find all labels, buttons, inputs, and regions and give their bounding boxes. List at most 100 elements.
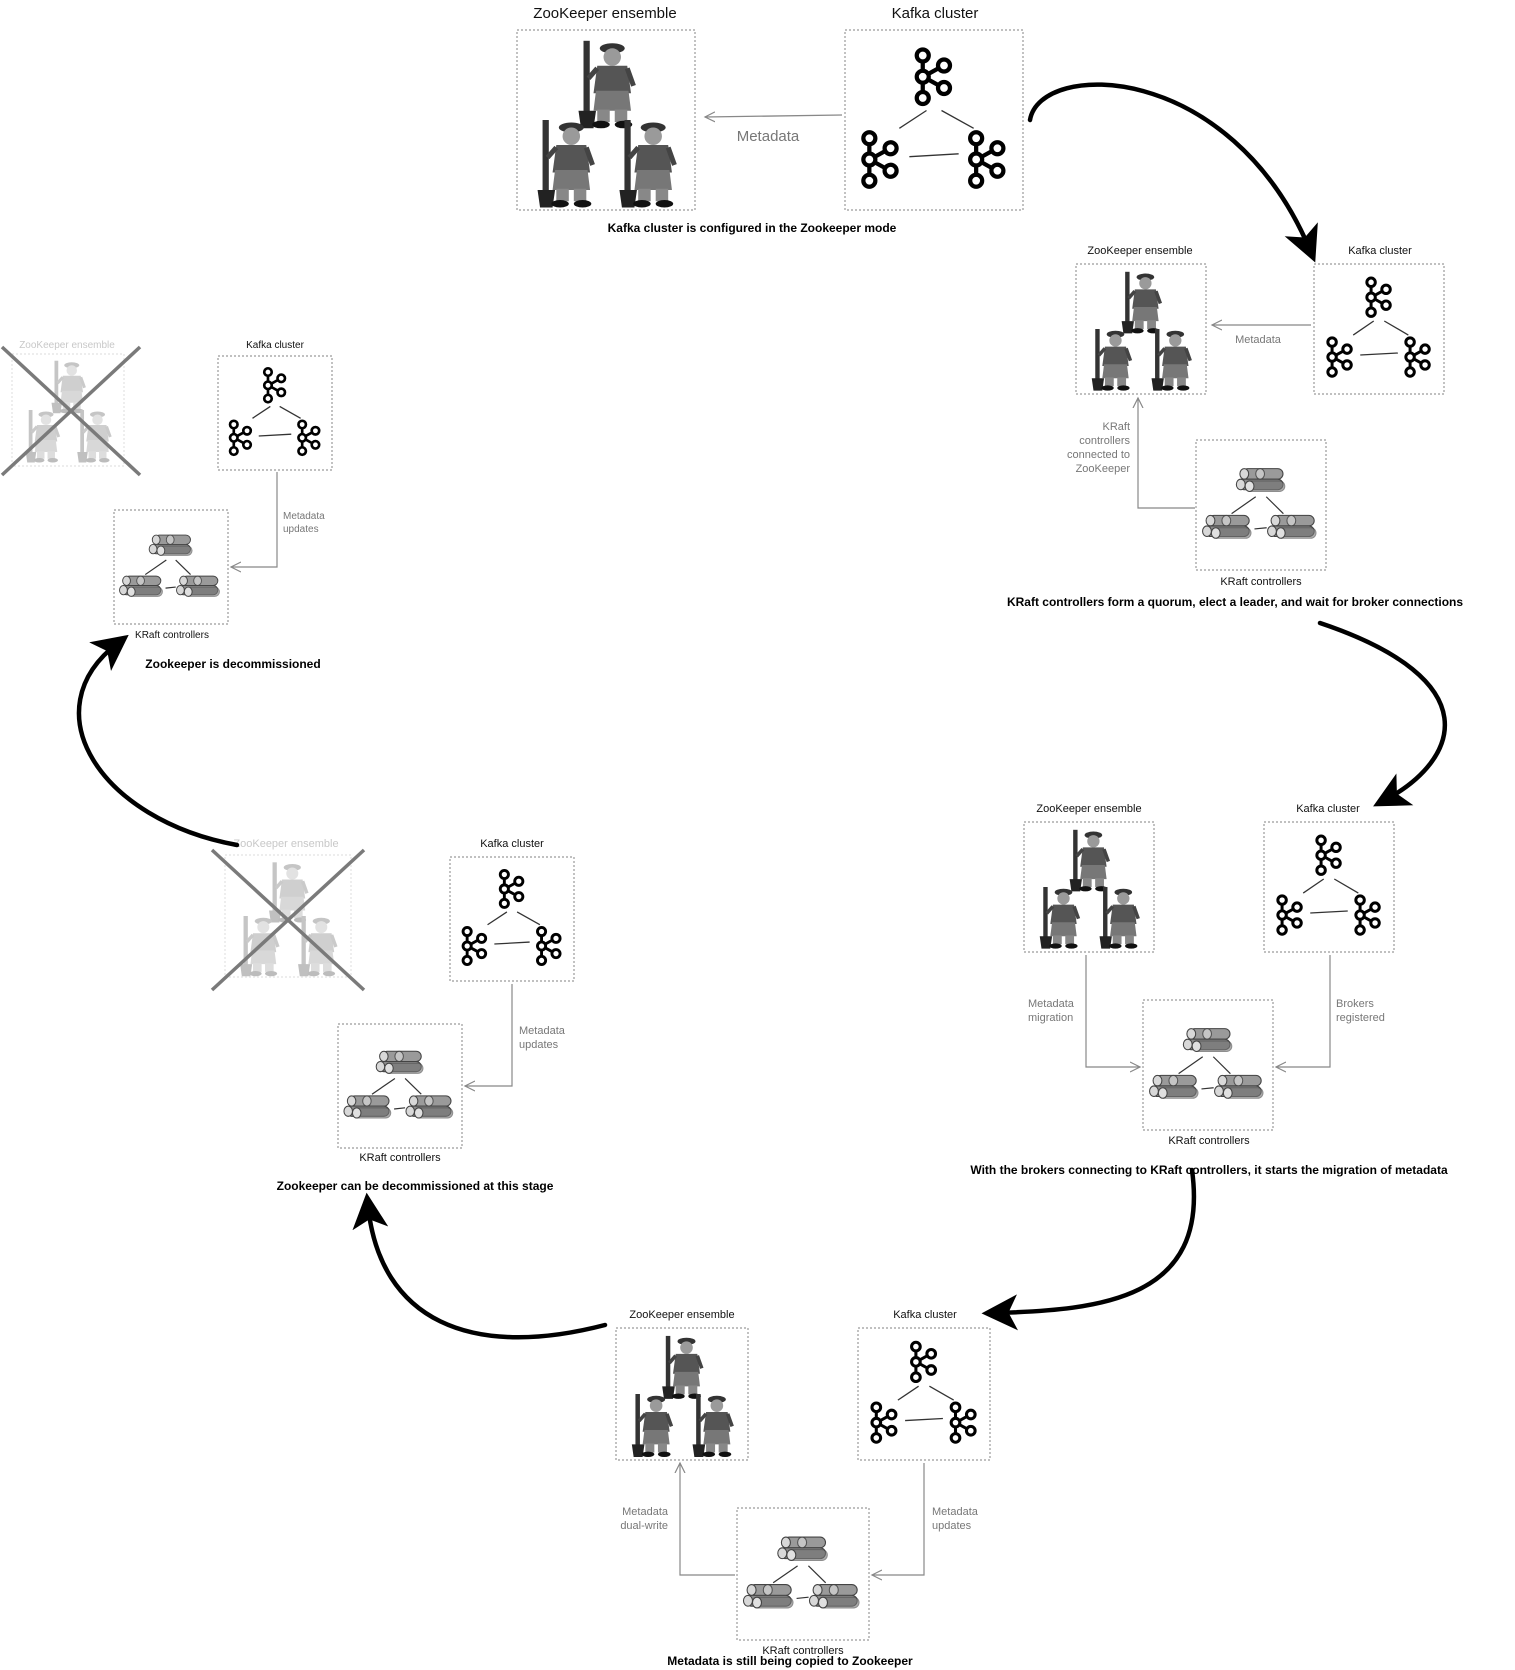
metadata-edge <box>705 115 843 117</box>
kafka-cluster-box <box>857 1327 991 1461</box>
kafka-broker-icon <box>262 367 287 404</box>
broker-link <box>1302 878 1325 894</box>
kafka-broker-icon <box>870 1401 898 1444</box>
broker-link <box>905 1417 943 1422</box>
kafka-cluster-box <box>217 355 333 471</box>
kafka-broker-icon <box>1326 336 1353 378</box>
controller-link <box>165 586 176 589</box>
cycle-arrow-1-to-2 <box>1027 82 1318 263</box>
kraft-log-stack-icon <box>375 1050 424 1074</box>
kafka-cluster-title: Kafka cluster <box>480 838 544 850</box>
controller-link <box>772 1565 798 1584</box>
metadata-migration-label: Metadata <box>1028 998 1075 1010</box>
kraft-controllers-title: KRaft controllers <box>1168 1135 1250 1147</box>
broker-link <box>494 941 530 945</box>
controller-link <box>796 1596 809 1600</box>
kraft-controllers-title: KRaft controllers <box>762 1645 844 1657</box>
zookeeper-keeper-icon <box>1089 327 1133 393</box>
zookeeper-keeper-icon <box>1097 885 1141 951</box>
kraft-box-border <box>337 1023 463 1149</box>
zookeeper-keeper-icon <box>660 1334 704 1401</box>
cycle-arrow-2-to-3 <box>1317 620 1448 807</box>
kafka-cluster-title: Kafka cluster <box>1296 803 1360 815</box>
kafka-broker-icon <box>949 1401 977 1444</box>
kraft-log-stack-icon <box>742 1584 794 1609</box>
kraft-log-stack-icon <box>1202 514 1252 539</box>
kafka-broker-icon <box>970 132 1003 187</box>
stage-caption: Zookeeper can be decommissioned at this … <box>277 1179 554 1193</box>
zookeeper-ensemble-box <box>11 353 125 467</box>
cycle-arrow-5-to-6 <box>76 634 240 848</box>
cycle-arrow-3-to-4 <box>981 1167 1197 1331</box>
stage-caption: Zookeeper is decommissioned <box>145 657 320 671</box>
kafka-box-border <box>1313 263 1445 395</box>
broker-link <box>252 405 271 419</box>
kafka-broker-icon <box>863 132 896 187</box>
broker-link <box>1310 910 1348 914</box>
kafka-broker-icon <box>1404 336 1431 378</box>
zookeeper-keeper-icon <box>1037 885 1081 951</box>
zookeeper-ensemble-title: ZooKeeper ensemble <box>629 1309 734 1321</box>
kraft-log-stack-icon <box>343 1095 392 1119</box>
controller-link <box>1231 496 1257 515</box>
kafka-cluster-title: Kafka cluster <box>893 1309 957 1321</box>
kafka-broker-icon <box>461 926 488 966</box>
zookeeper-ensemble-title: ZooKeeper ensemble <box>1036 803 1141 815</box>
kraft-log-stack-icon <box>1149 1074 1199 1099</box>
metadata-updates-edge <box>872 1463 925 1575</box>
stage-caption: KRaft controllers form a quorum, elect a… <box>1007 595 1463 609</box>
stage-caption: Kafka cluster is configured in the Zooke… <box>608 221 897 235</box>
brokers-registered-edge <box>1276 955 1331 1067</box>
cross-line <box>210 848 366 992</box>
controller-link <box>394 1107 406 1110</box>
zookeeper-keeper-icon <box>538 120 593 208</box>
broker-link <box>1360 352 1398 356</box>
zookeeper-keeper-icon <box>75 408 112 464</box>
kafka-cluster-title: Kafka cluster <box>892 5 979 22</box>
zookeeper-keeper-icon <box>690 1392 734 1459</box>
controller-link <box>144 559 167 576</box>
broker-link <box>909 153 959 158</box>
kafka-broker-icon <box>917 50 950 105</box>
kraft-log-stack-icon <box>1182 1028 1233 1053</box>
metadata-updates-edge <box>465 984 513 1086</box>
metadata-migration-label: migration <box>1028 1012 1073 1024</box>
controller-link <box>404 1078 422 1095</box>
metadata-updates-label: Metadata <box>932 1506 979 1518</box>
metadata-updates-label: Metadata <box>519 1025 566 1037</box>
kraft-controllers-box <box>1195 439 1327 571</box>
controller-link <box>371 1077 396 1095</box>
broker-link <box>1333 878 1359 894</box>
zookeeper-ensemble-title: ZooKeeper ensemble <box>533 5 676 22</box>
zookeeper-keeper-icon <box>1149 327 1193 393</box>
controller-link <box>175 559 191 575</box>
zookeeper-box-border <box>1023 821 1155 953</box>
kraft-controllers-box <box>1142 999 1274 1131</box>
kafka-broker-icon <box>1365 276 1392 318</box>
zookeeper-keeper-icon <box>1067 828 1111 894</box>
zookeeper-box-border <box>1075 263 1207 395</box>
kafka-box-border <box>857 1327 991 1461</box>
kafka-broker-icon <box>1276 894 1303 936</box>
cycle-arrow-4-to-5 <box>352 1192 608 1340</box>
broker-link <box>897 1385 919 1401</box>
kafka-box-border <box>844 29 1024 211</box>
zookeeper-keeper-icon <box>619 120 674 208</box>
kafka-box-border <box>217 355 333 471</box>
kraft-box-border <box>1195 439 1327 571</box>
controller-link <box>807 1565 827 1584</box>
kraft-controllers-box <box>113 509 229 625</box>
kraft-controllers-title: KRaft controllers <box>359 1152 441 1164</box>
broker-link <box>279 405 301 419</box>
broker-link <box>941 109 974 129</box>
kraft-controllers-box <box>337 1023 463 1149</box>
kraft-log-stack-icon <box>405 1095 454 1119</box>
kafka-cluster-box <box>449 856 575 982</box>
kafka-broker-icon <box>228 419 253 457</box>
metadata-dual-write-label: dual-write <box>620 1520 668 1532</box>
zookeeper-ensemble-box <box>615 1327 749 1461</box>
kraft-to-zk-edge <box>1138 398 1195 509</box>
